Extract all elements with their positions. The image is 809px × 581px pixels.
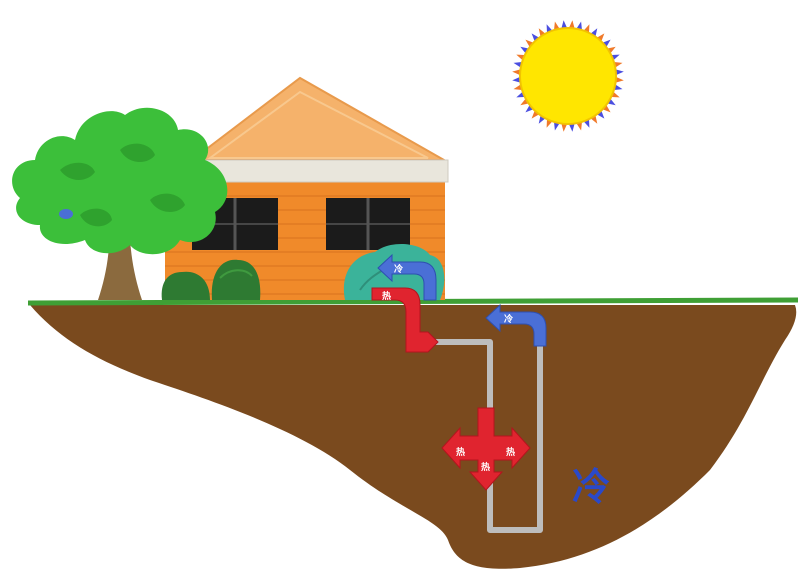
cold-rising-arrow-icon: 冷 bbox=[485, 303, 547, 347]
heat-dispersion-arrow-icon: 热 热 热 bbox=[441, 407, 531, 491]
heat-label-right: 热 bbox=[506, 446, 515, 458]
shrubs bbox=[161, 259, 261, 300]
sun-ray bbox=[595, 33, 605, 44]
heat-label-left: 热 bbox=[456, 446, 465, 458]
heat-label-bottom: 热 bbox=[481, 461, 490, 473]
sun-ray bbox=[600, 103, 611, 113]
sun-ray bbox=[525, 39, 536, 49]
ground-cold-label: 冷 bbox=[572, 465, 610, 509]
tree-icon bbox=[12, 107, 228, 300]
hot-arrow-label: 热 bbox=[382, 290, 391, 302]
heat-out-arrow-icon: 热 bbox=[371, 287, 439, 353]
sun-ray bbox=[531, 108, 541, 119]
ground-loop-pipe bbox=[420, 339, 543, 533]
cold-arrow-label-ground: 冷 bbox=[504, 313, 513, 325]
sun-ray bbox=[595, 108, 605, 119]
sun-ray bbox=[525, 103, 536, 113]
window-right bbox=[326, 198, 410, 250]
sun-icon bbox=[512, 20, 624, 132]
sun-ray bbox=[531, 33, 541, 44]
sun-ray bbox=[600, 39, 611, 49]
cold-arrow-label-house: 冷 bbox=[394, 263, 403, 275]
heat-return-arrow-icon: 冷 bbox=[377, 253, 437, 301]
